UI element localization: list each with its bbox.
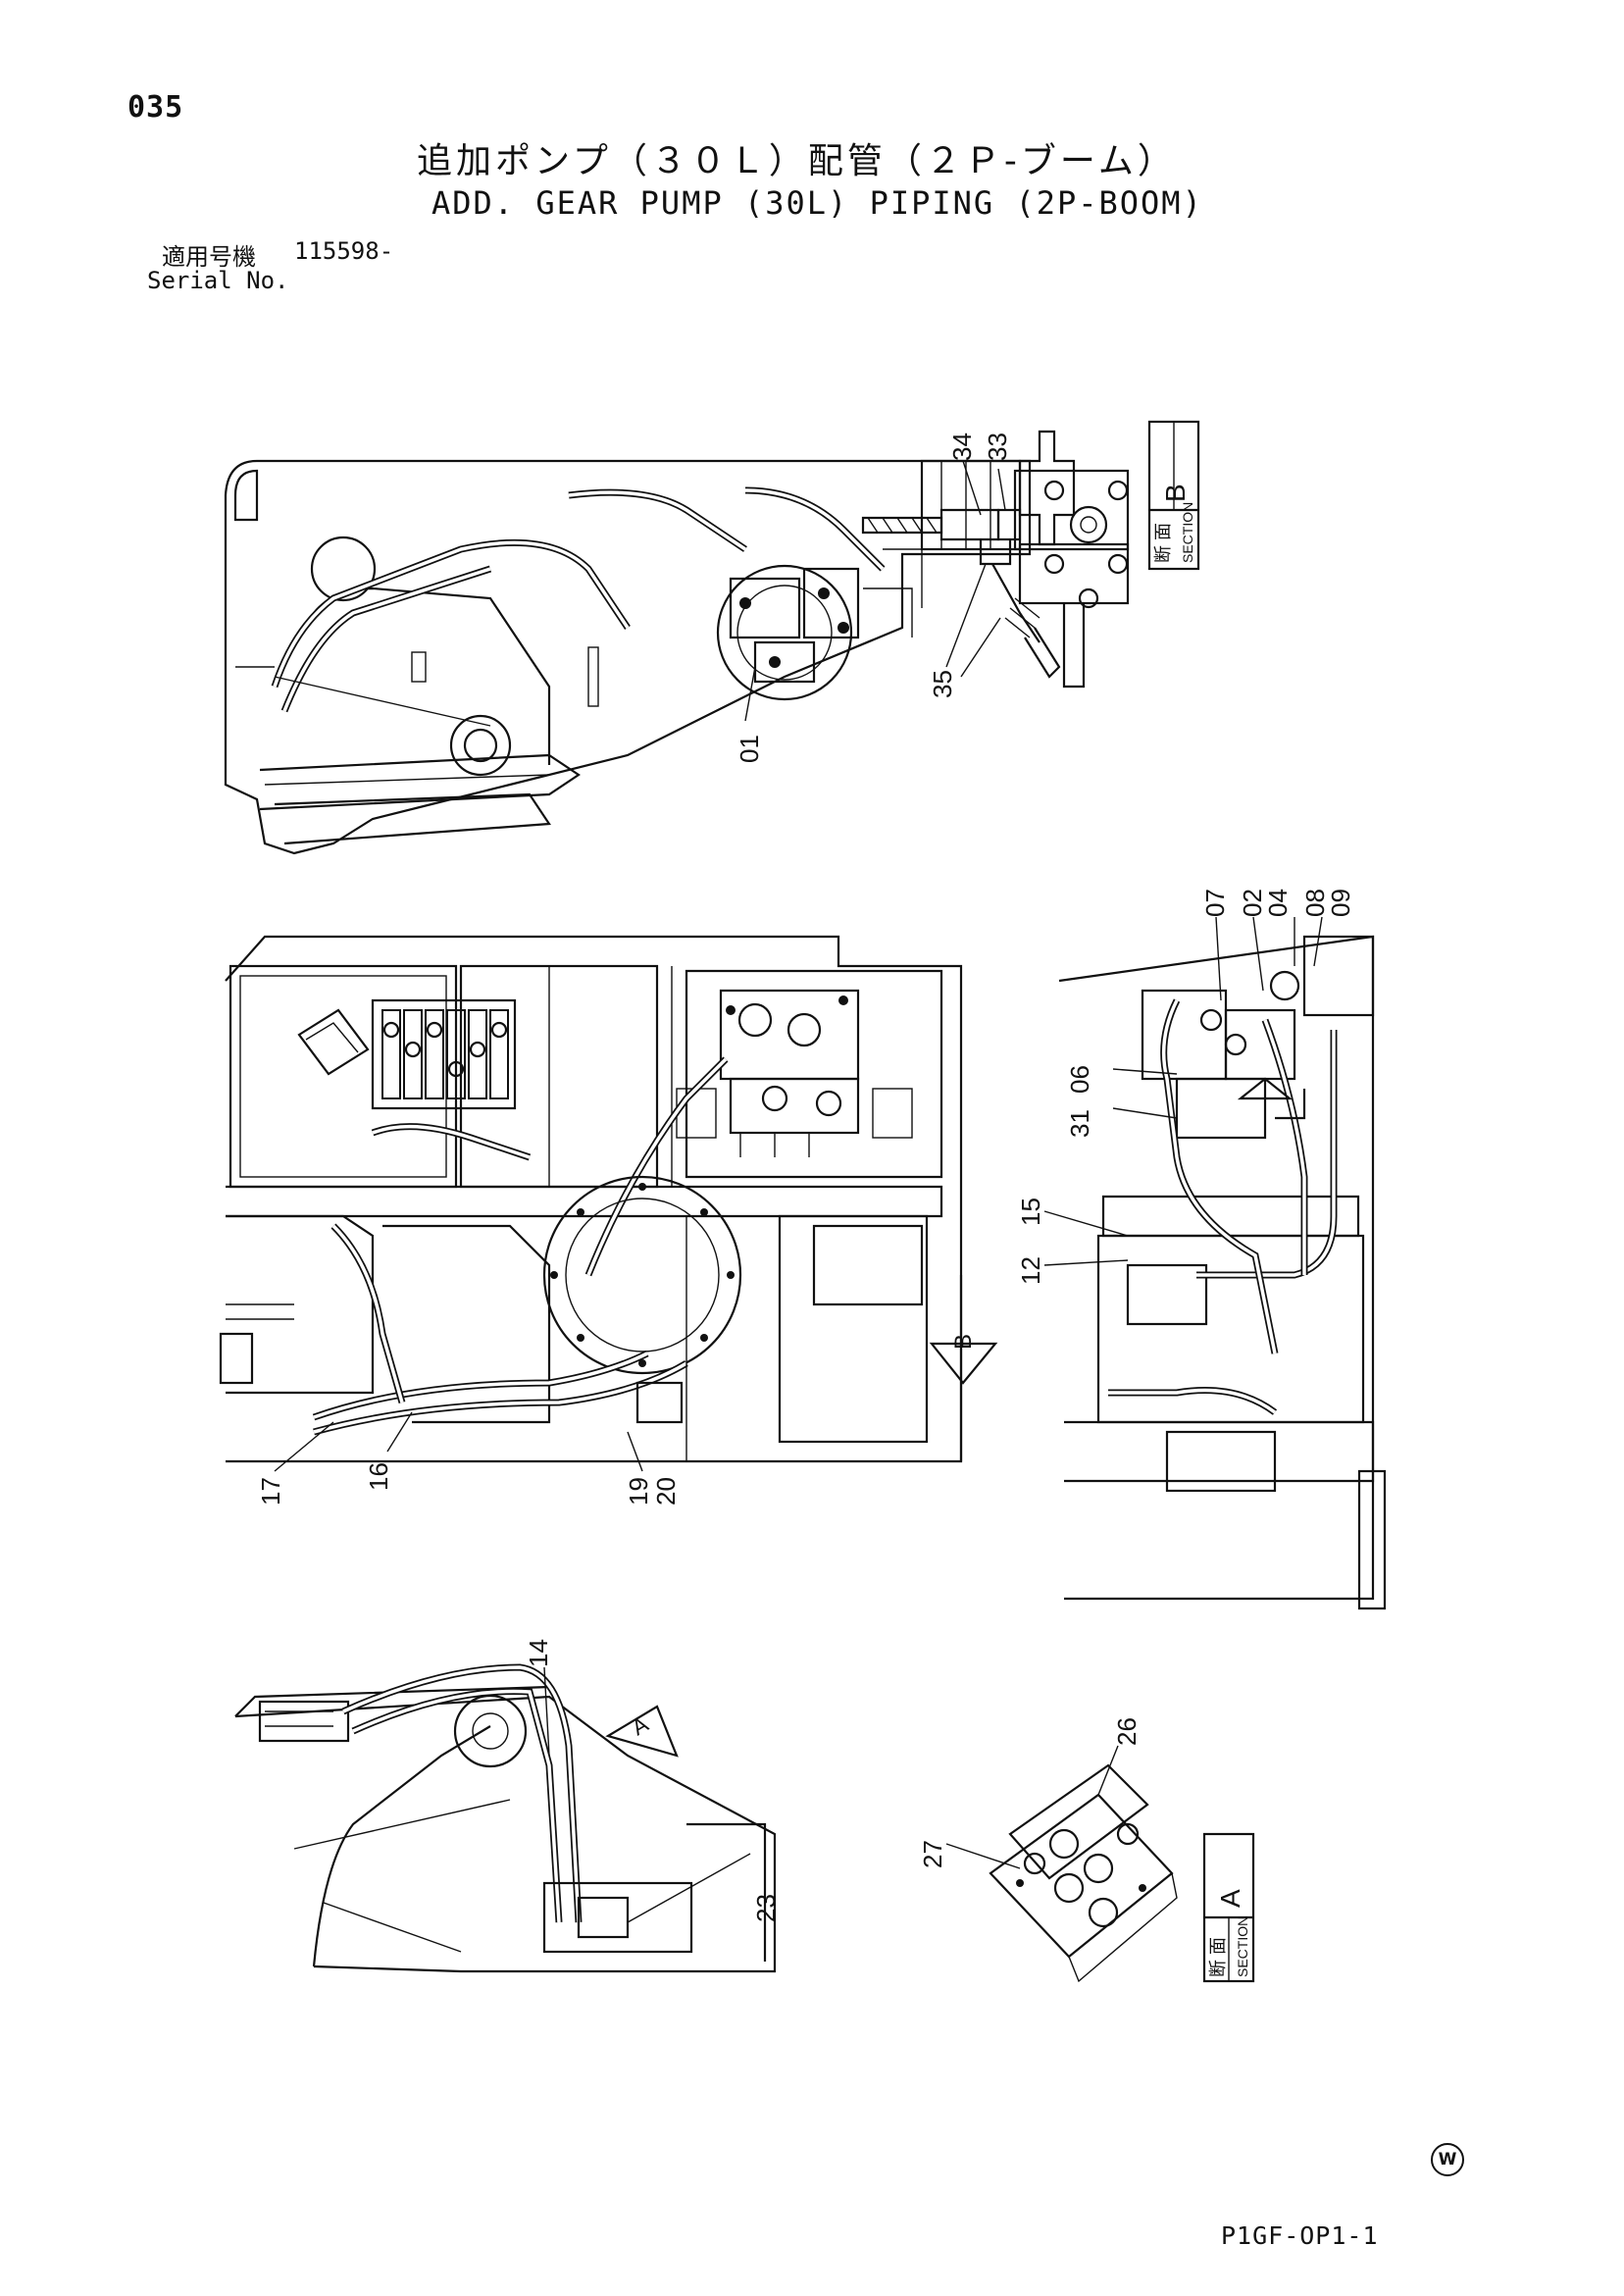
section-b-jp: 断 面: [1153, 523, 1173, 563]
callout-04: 04: [1263, 889, 1293, 917]
callout-23: 23: [751, 1894, 781, 1922]
serial-label-english: Serial No.: [147, 267, 289, 294]
section-a-en: SECTION: [1235, 1916, 1250, 1977]
callout-17: 17: [256, 1477, 285, 1505]
serial-number-value: 115598-: [294, 237, 394, 265]
title-japanese: 追加ポンプ（３０Ｌ）配管（２Ｐ-ブーム）: [417, 141, 1177, 181]
callout-34: 34: [947, 433, 977, 461]
callout-33: 33: [983, 433, 1012, 461]
callout-12: 12: [1016, 1256, 1045, 1285]
serial-label-japanese: 適用号機: [162, 243, 256, 271]
callout-16: 16: [364, 1462, 393, 1491]
section-b-en: SECTION: [1180, 502, 1195, 563]
callout-35: 35: [928, 670, 957, 698]
callout-19: 19: [624, 1477, 653, 1505]
right-side-view: [1043, 916, 1387, 1610]
callout-26: 26: [1112, 1717, 1142, 1746]
view-arrow-a: A: [628, 1711, 652, 1740]
section-a-jp: 断 面: [1208, 1937, 1228, 1977]
callout-01: 01: [735, 735, 764, 763]
main-frame-view: [219, 935, 998, 1472]
section-a-detail: [945, 1745, 1255, 1983]
boom-side-view: [234, 1663, 777, 1973]
w-circle-mark: W: [1431, 2143, 1464, 2176]
section-a-letter: A: [1215, 1889, 1245, 1908]
top-boom-view: [224, 459, 1032, 855]
section-b-detail: [861, 420, 1200, 689]
callout-31: 31: [1065, 1109, 1094, 1138]
page-number: 035: [127, 90, 184, 125]
section-b-letter: B: [1160, 484, 1191, 502]
callout-27: 27: [918, 1840, 947, 1868]
callout-14: 14: [524, 1639, 553, 1667]
callout-07: 07: [1200, 889, 1230, 917]
title-english: ADD. GEAR PUMP (30L) PIPING (2P-BOOM): [431, 184, 1203, 222]
callout-09: 09: [1326, 889, 1355, 917]
callout-06: 06: [1065, 1065, 1094, 1094]
callout-08: 08: [1300, 889, 1330, 917]
callout-02: 02: [1238, 889, 1267, 917]
callout-20: 20: [651, 1477, 681, 1505]
drawing-code: P1GF-OP1-1: [1221, 2221, 1379, 2250]
callout-15: 15: [1016, 1198, 1045, 1226]
view-arrow-b: B: [950, 1334, 977, 1350]
